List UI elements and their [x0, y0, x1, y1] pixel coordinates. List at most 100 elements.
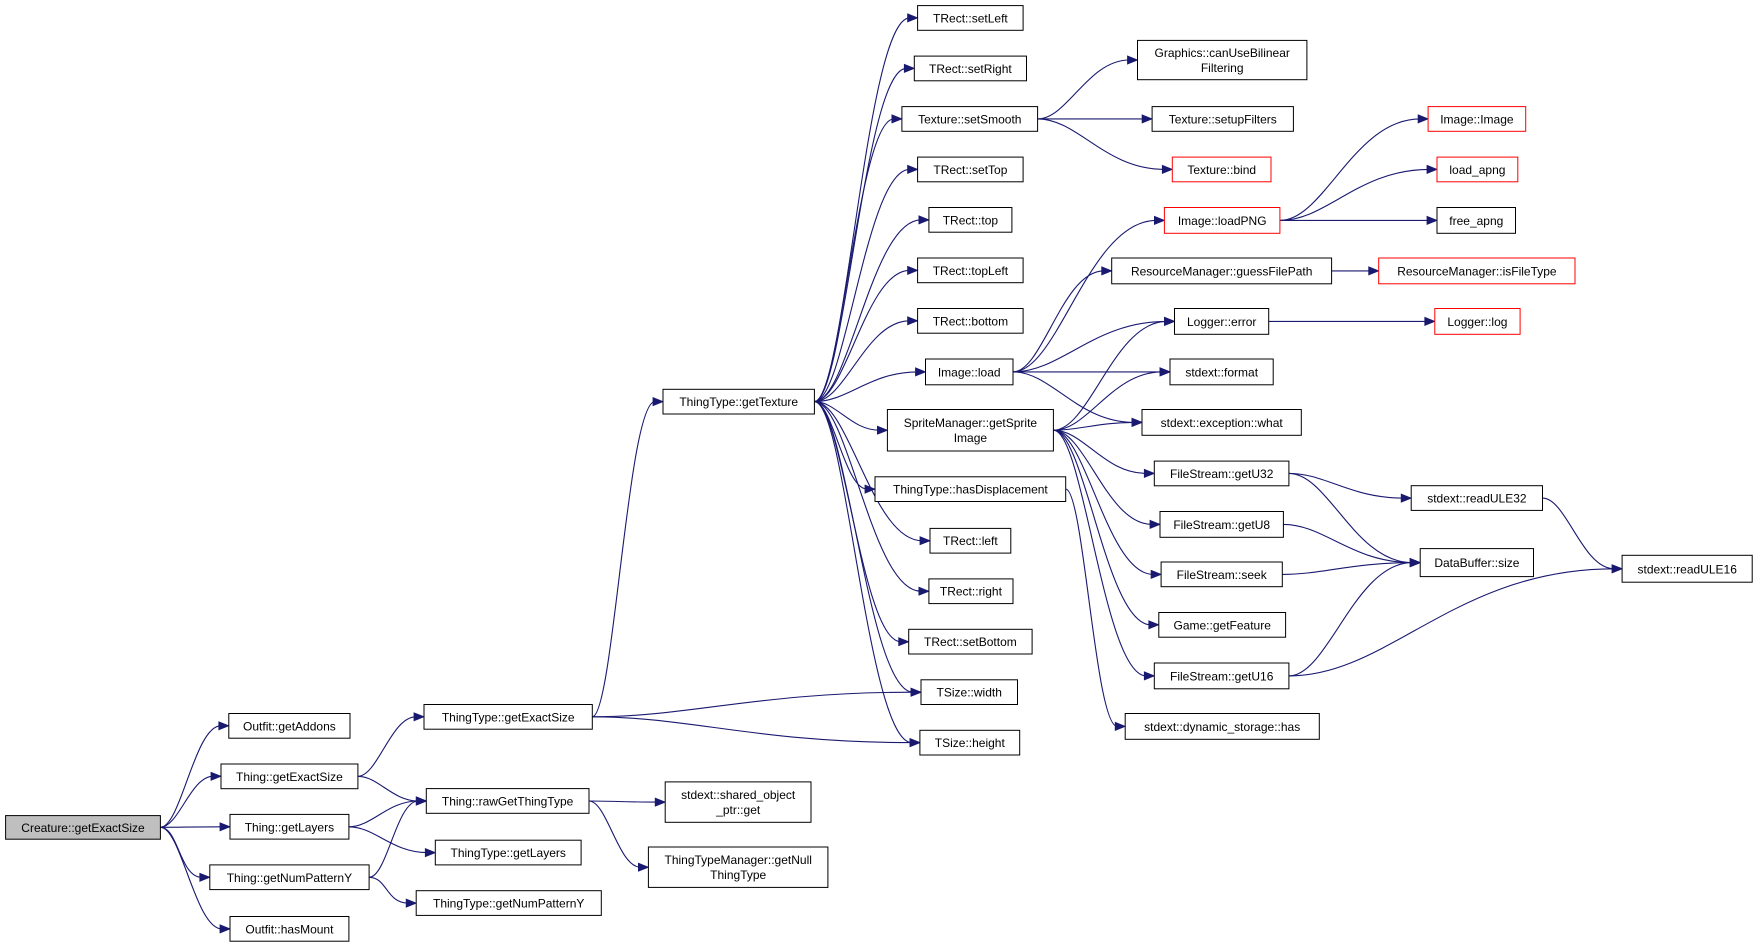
- node-trect-set-bottom[interactable]: TRect::setBottom: [908, 628, 1033, 655]
- call-edge-spritemanager-get-sprite-image-to-filestream-get-u32: [1053, 429, 1156, 478]
- node-logger-error[interactable]: Logger::error: [1174, 308, 1270, 335]
- node-thingtype-has-displacement[interactable]: ThingType::hasDisplacement: [874, 476, 1067, 502]
- node-trect-left[interactable]: TRect::left: [929, 527, 1012, 554]
- node-label: TRect::setTop: [933, 163, 1007, 177]
- node-box: [1159, 511, 1284, 538]
- call-edge-image-load-png-to-image-image: [1279, 114, 1430, 221]
- node-stdext-dynamic-storage-has[interactable]: stdext::dynamic_storage::has: [1124, 713, 1320, 740]
- node-thing-get-exact-size[interactable]: Thing::getExactSize: [220, 763, 359, 790]
- node-box: [1151, 106, 1294, 132]
- node-box: [229, 813, 350, 840]
- node-creature-get-exact-size[interactable]: Creature::getExactSize: [5, 815, 161, 840]
- node-outfit-has-mount[interactable]: Outfit::hasMount: [229, 916, 350, 942]
- call-edge-spritemanager-get-sprite-image-to-filestream-get-u8: [1053, 429, 1162, 529]
- node-texture-setup-filters[interactable]: Texture::setupFilters: [1151, 106, 1294, 132]
- node-label: FileStream::seek: [1177, 568, 1268, 582]
- node-label: Outfit::getAddons: [243, 719, 336, 733]
- node-filestream-get-u8[interactable]: FileStream::getU8: [1159, 511, 1284, 538]
- node-box: [920, 679, 1018, 705]
- node-filestream-seek[interactable]: FileStream::seek: [1160, 561, 1283, 588]
- node-box: [5, 815, 161, 840]
- node-label-line: Filtering: [1201, 61, 1244, 75]
- node-label-line: ThingType: [710, 868, 766, 882]
- node-box: [1169, 358, 1274, 386]
- node-thingtype-get-layers[interactable]: ThingType::getLayers: [434, 839, 582, 866]
- node-tsize-width[interactable]: TSize::width: [920, 679, 1018, 705]
- node-trect-set-right[interactable]: TRect::setRight: [913, 55, 1027, 82]
- node-game-get-feature[interactable]: Game::getFeature: [1158, 612, 1287, 638]
- call-edge-texture-set-smooth-to-texture-bind: [1037, 118, 1174, 174]
- node-stdext-format[interactable]: stdext::format: [1169, 358, 1274, 386]
- node-tsize-height[interactable]: TSize::height: [919, 729, 1021, 756]
- node-label-line: stdext::shared_object: [681, 788, 796, 802]
- node-texture-bind[interactable]: Texture::bind: [1171, 156, 1272, 183]
- call-edge-thing-get-num-pattern-y-to-thingtype-get-num-pattern-y: [369, 876, 418, 908]
- call-edge-spritemanager-get-sprite-image-to-filestream-get-u16: [1053, 429, 1156, 681]
- node-trect-top[interactable]: TRect::top: [928, 207, 1013, 233]
- node-label: Image::load: [938, 365, 1001, 379]
- node-label: Image::Image: [1440, 112, 1514, 126]
- node-thingtype-get-num-pattern-y[interactable]: ThingType::getNumPatternY: [415, 890, 602, 916]
- node-trect-bottom[interactable]: TRect::bottom: [917, 308, 1024, 334]
- node-resourcemanager-guess-file-path[interactable]: ResourceManager::guessFilePath: [1111, 257, 1333, 285]
- node-thing-get-layers[interactable]: Thing::getLayers: [229, 813, 350, 840]
- node-trect-right[interactable]: TRect::right: [928, 578, 1014, 605]
- node-label-line: Image: [954, 431, 988, 445]
- node-box: [917, 257, 1024, 284]
- node-label: TRect::setBottom: [924, 635, 1017, 649]
- node-box: [1153, 662, 1290, 690]
- node-logger-log[interactable]: Logger::log: [1434, 308, 1521, 335]
- node-box: [1410, 485, 1543, 511]
- call-edge-image-load-to-resourcemanager-guess-file-path: [1012, 266, 1113, 373]
- node-texture-set-smooth[interactable]: Texture::setSmooth: [901, 106, 1039, 132]
- node-box: [917, 156, 1024, 183]
- node-trect-set-left[interactable]: TRect::setLeft: [917, 5, 1024, 31]
- node-box: [1419, 548, 1534, 578]
- node-databuffer-size[interactable]: DataBuffer::size: [1419, 548, 1534, 578]
- call-edge-creature-get-exact-size-to-outfit-has-mount: [160, 826, 232, 934]
- node-stdext-exception-what[interactable]: stdext::exception::what: [1141, 409, 1302, 436]
- call-edge-creature-get-exact-size-to-thing-get-layers: [160, 822, 232, 832]
- call-edge-thingtype-has-displacement-to-stdext-dynamic-storage-has: [1065, 488, 1127, 731]
- node-stdext-read-ule16[interactable]: stdext::readULE16: [1621, 554, 1753, 583]
- node-filestream-get-u32[interactable]: FileStream::getU32: [1153, 460, 1290, 487]
- node-label: FileStream::getU8: [1173, 518, 1270, 532]
- node-thingtype-get-exact-size[interactable]: ThingType::getExactSize: [423, 704, 593, 730]
- node-free-apng[interactable]: free_apng: [1436, 207, 1516, 234]
- node-stdext-read-ule32[interactable]: stdext::readULE32: [1410, 485, 1543, 511]
- node-label-line: _ptr::get: [715, 803, 761, 817]
- node-thingtype-get-texture[interactable]: ThingType::getTexture: [662, 388, 815, 415]
- node-box: [929, 527, 1012, 554]
- node-image-load-png[interactable]: Image::loadPNG: [1163, 207, 1281, 234]
- node-label: Game::getFeature: [1174, 618, 1272, 632]
- node-trect-set-top[interactable]: TRect::setTop: [917, 156, 1024, 183]
- node-load-apng[interactable]: load_apng: [1436, 156, 1519, 183]
- call-edge-thing-raw-get-thing-type-to-thingtypemanager-get-null-thing-type: [588, 800, 650, 872]
- call-edge-filestream-get-u16-to-databuffer-size: [1288, 558, 1422, 677]
- node-image-load[interactable]: Image::load: [925, 358, 1014, 386]
- node-image-image[interactable]: Image::Image: [1427, 106, 1527, 132]
- call-edge-creature-get-exact-size-to-outfit-get-addons: [160, 721, 230, 828]
- node-trect-top-left[interactable]: TRect::topLeft: [917, 257, 1024, 284]
- node-stdext-shared-object-ptr-get[interactable]: stdext::shared_object_ptr::get: [664, 781, 812, 823]
- node-thing-get-num-pattern-y[interactable]: Thing::getNumPatternY: [209, 864, 370, 891]
- node-resourcemanager-is-file-type[interactable]: ResourceManager::isFileType: [1378, 257, 1576, 285]
- node-label-line: Graphics::canUseBilinear: [1154, 46, 1289, 60]
- call-edge-texture-set-smooth-to-graphics-can-use-bilinear-filtering: [1037, 55, 1139, 120]
- call-edge-thingtype-get-exact-size-to-thingtype-get-texture: [592, 397, 665, 718]
- call-edge-thing-get-num-pattern-y-to-thing-raw-get-thing-type: [368, 796, 428, 878]
- node-thing-raw-get-thing-type[interactable]: Thing::rawGetThingType: [425, 788, 590, 814]
- node-box: [423, 704, 593, 730]
- call-edge-thingtype-get-texture-to-tsize-height: [814, 401, 921, 748]
- node-box: [901, 106, 1039, 132]
- node-label: Thing::getLayers: [245, 820, 334, 834]
- node-outfit-get-addons[interactable]: Outfit::getAddons: [228, 713, 351, 739]
- node-box: [1163, 207, 1281, 234]
- node-filestream-get-u16[interactable]: FileStream::getU16: [1153, 662, 1290, 690]
- call-edge-thing-raw-get-thing-type-to-stdext-shared-object-ptr-get: [588, 797, 667, 807]
- node-label: FileStream::getU16: [1170, 669, 1274, 683]
- node-box: [415, 890, 602, 916]
